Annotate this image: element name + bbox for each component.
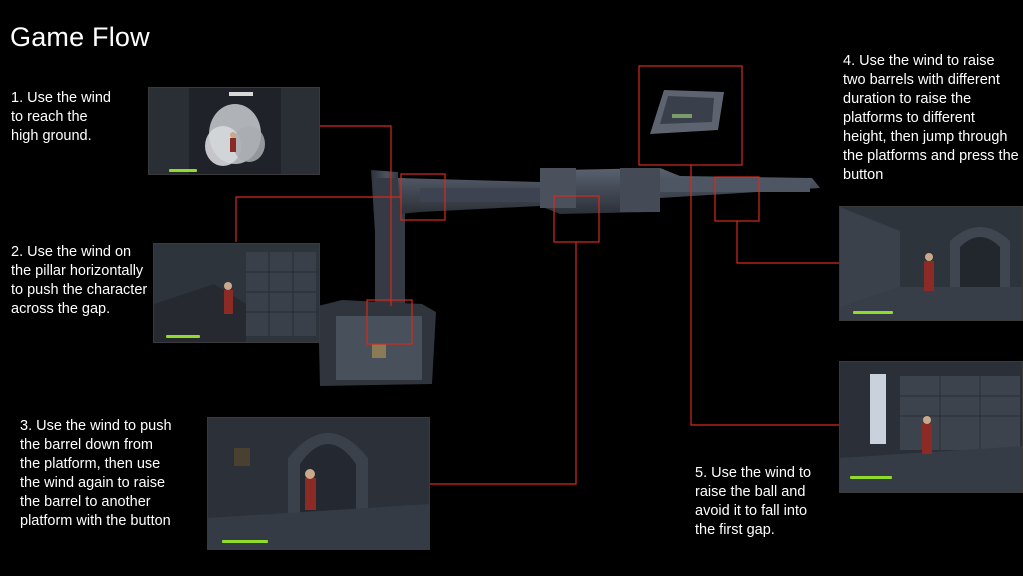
health-bar [222,540,268,543]
connector-lines [235,125,839,485]
step-1-text: 1. Use the wind to reach the high ground… [11,90,111,144]
highlight-box-2 [366,299,413,345]
connector-step-2 [235,196,401,242]
step-5-text: 5. Use the wind to raise the ball and av… [695,465,812,538]
screenshot-step-4 [839,206,1023,321]
screenshot-step-3 [207,417,430,550]
screenshot-step-5-scene [840,362,1022,492]
step-3-text: 3. Use the wind to push the barrel down … [20,418,172,529]
screenshot-step-2 [153,243,320,343]
screenshot-step-5 [839,361,1023,493]
screenshot-step-2-scene [154,244,319,342]
health-bar [850,476,892,479]
step-2-text: 2. Use the wind on the pillar horizontal… [11,244,148,317]
step-4-text: 4. Use the wind to raise two barrels wit… [843,53,1019,183]
connector-step-3 [430,242,577,485]
health-bar [169,169,197,172]
health-bar [166,335,200,338]
screenshot-step-1-scene [149,88,319,174]
page-title: Game Flow [10,22,150,52]
level-geometry [318,90,820,386]
screenshot-step-1 [148,87,320,175]
health-bar [853,311,893,314]
screenshot-step-4-scene [840,207,1022,320]
connector-step-4 [736,221,839,264]
connector-step-1 [320,125,392,306]
connector-step-5 [690,165,839,426]
screenshot-step-3-scene [208,418,429,549]
